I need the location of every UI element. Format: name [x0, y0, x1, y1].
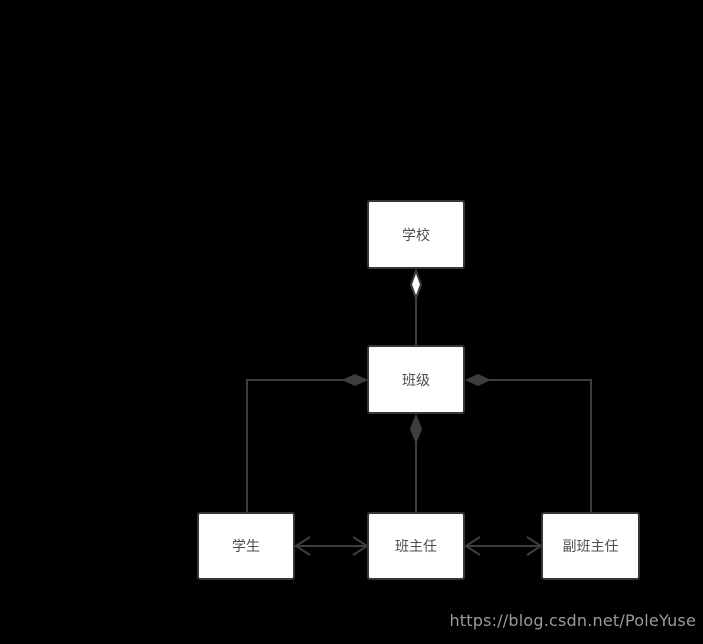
node-deputy-head-teacher: 副班主任 — [541, 512, 640, 580]
hollow-diamond-icon — [409, 268, 423, 301]
filled-diamond-icon — [464, 373, 492, 387]
watermark-link[interactable]: https://blog.csdn.net/PoleYuse — [449, 611, 696, 630]
node-student: 学生 — [197, 512, 295, 580]
arrow-left-icon — [464, 536, 481, 556]
node-class: 班级 — [367, 345, 465, 414]
arrow-left-icon — [294, 536, 311, 556]
edge-class-to-school — [409, 268, 423, 345]
node-student-label: 学生 — [232, 539, 260, 555]
edge-deputy-to-class — [464, 373, 592, 512]
node-head-teacher-label: 班主任 — [395, 539, 437, 555]
edge-student-head-teacher — [294, 536, 369, 556]
node-school-label: 学校 — [402, 227, 430, 244]
edge-head-teacher-to-class — [409, 413, 423, 512]
filled-diamond-icon — [341, 373, 369, 387]
node-school: 学校 — [367, 200, 465, 269]
node-head-teacher: 班主任 — [367, 512, 465, 580]
edge-head-teacher-deputy — [464, 536, 543, 556]
node-deputy-head-teacher-label: 副班主任 — [562, 539, 619, 555]
edge-student-to-class — [246, 373, 369, 512]
node-class-label: 班级 — [402, 372, 430, 389]
filled-diamond-icon — [409, 413, 423, 445]
